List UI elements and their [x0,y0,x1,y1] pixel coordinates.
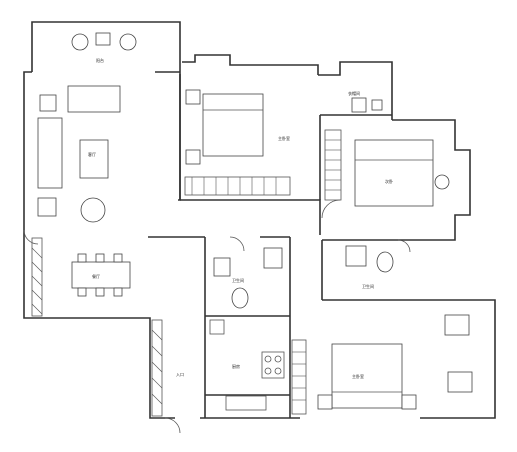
room-label-kitchen: 厨房 [232,363,240,369]
tv-cabinet [67,85,121,113]
dining-table [71,261,131,289]
bed-2 [354,139,434,207]
toilet-2-icon [376,251,394,273]
second-bedroom: 次卧 [324,129,450,207]
bedroom-bottom-right: 主卧室 [291,314,473,415]
balcony-top: 阳台 [71,32,137,63]
left-cabinet-hatch [31,237,43,317]
wardrobe [184,176,291,196]
room-label-entry: 入口 [176,372,184,377]
chair-icon [434,174,450,190]
bathroom-2: 卫生间 [345,245,394,289]
walk-in-closet: 衣帽间 [348,90,383,113]
outer-walls [23,21,496,419]
room-label-bath2: 卫生间 [362,283,374,289]
room-label-bath1: 卫生间 [232,277,244,283]
living-room: 客厅 [37,85,121,223]
chair-left-icon [71,33,89,51]
coffee-table [79,139,109,179]
kitchen: 厨房 [209,319,285,411]
armchair-2 [444,314,470,336]
doors [23,199,411,434]
plant-stand [39,94,57,112]
room-label-main-bed2: 主卧室 [352,373,364,379]
sofa [37,117,63,189]
stove [261,351,285,379]
room-label-second-bed: 次卧 [385,178,393,184]
room-label-dining: 餐厅 [92,273,100,279]
dining-area: 餐厅 [71,253,131,297]
corridor-cabinet-hatch: 入口 [151,319,184,417]
room-label-master-bed: 主卧室 [278,135,290,141]
wardrobe-3 [291,339,307,415]
bathroom-1: 卫生间 [213,247,283,309]
chair-right-icon [119,33,137,51]
armchair-icon [80,197,106,223]
sink [263,247,283,269]
toilet-icon [231,287,249,309]
bed [202,93,264,157]
interior-walls [148,74,435,418]
master-bedroom: 主卧室 [184,89,291,196]
room-label-balcony: 阳台 [96,57,104,63]
bed-3 [331,343,403,409]
room-label-walk-in: 衣帽间 [348,90,360,96]
side-table [37,197,57,217]
room-label-living: 客厅 [88,151,96,157]
armchair-3 [447,371,473,393]
sink-2 [345,245,367,267]
wardrobe-2 [324,129,342,201]
